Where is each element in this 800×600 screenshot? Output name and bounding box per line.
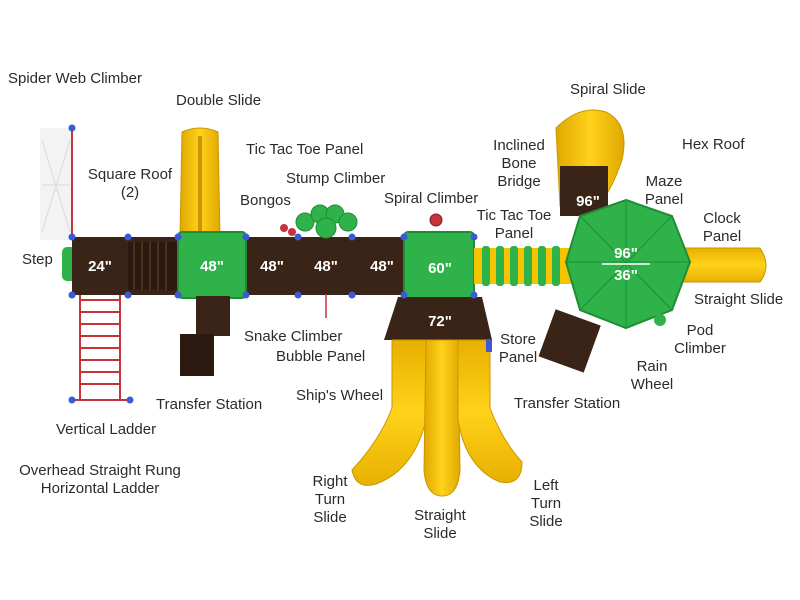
straight-slide-bottom <box>423 339 461 497</box>
height-hex-top: 96" <box>614 245 638 262</box>
label-pod-climber: Pod Climber <box>674 322 726 357</box>
posts <box>68 233 478 299</box>
height-24: 24" <box>88 258 112 275</box>
label-spiral-slide: Spiral Slide <box>570 81 646 98</box>
label-straight-slide-bottom: Straight Slide <box>414 507 466 542</box>
height-hex-bottom: 36" <box>614 267 638 284</box>
label-stump-climber: Stump Climber <box>286 170 386 187</box>
label-step: Step <box>22 251 53 268</box>
label-clock-panel: Clock Panel <box>702 210 742 245</box>
snake-climber <box>196 296 230 336</box>
label-spiral-climber: Spiral Climber <box>384 190 479 207</box>
label-overhead-ladder: Overhead Straight Rung Horizontal Ladder <box>19 462 181 497</box>
bongos <box>280 224 296 236</box>
label-vertical-ladder: Vertical Ladder <box>56 421 157 438</box>
label-bubble-panel: Bubble Panel <box>276 348 366 365</box>
label-maze-panel: Maze Panel <box>644 173 684 208</box>
label-rain-wheel: Rain Wheel <box>630 358 674 393</box>
transfer-station-left <box>180 334 214 376</box>
label-double-slide: Double Slide <box>176 92 262 109</box>
height-96-slide: 96" <box>576 193 600 210</box>
spider-web-climber <box>40 124 76 240</box>
label-hex-roof: Hex Roof <box>682 136 745 153</box>
stump-climber <box>295 204 358 239</box>
height-72: 72" <box>428 313 452 330</box>
store-panel <box>486 340 492 352</box>
height-48-d: 48" <box>370 258 394 275</box>
height-60: 60" <box>428 260 452 277</box>
pod-climber <box>654 314 666 326</box>
deck-72 <box>384 297 492 340</box>
right-turn-slide <box>351 339 427 486</box>
label-ships-wheel: Ship's Wheel <box>296 387 384 404</box>
spiral-slide <box>555 109 625 216</box>
label-snake-climber: Snake Climber <box>244 328 343 345</box>
label-inclined-bone-bridge: Inclined Bone Bridge <box>493 137 545 190</box>
double-slide <box>179 127 221 239</box>
label-left-turn-slide: Left Turn Slide <box>529 477 563 530</box>
straight-slide-right <box>679 247 767 283</box>
label-spider-web-climber: Spider Web Climber <box>8 70 142 87</box>
label-transfer-station-left: Transfer Station <box>156 396 263 413</box>
height-48-b: 48" <box>260 258 284 275</box>
label-tic-tac-toe-panel-right: Tic Tac Toe Panel <box>476 207 552 242</box>
spiral-climber <box>429 213 443 227</box>
label-tic-tac-toe-panel-left: Tic Tac Toe Panel <box>246 141 364 158</box>
label-transfer-station-right: Transfer Station <box>514 395 621 412</box>
label-straight-slide-right: Straight Slide <box>694 291 784 308</box>
transfer-station-right <box>538 309 601 373</box>
label-square-roof: Square Roof (2) <box>87 166 173 201</box>
label-right-turn-slide: Right Turn Slide <box>312 473 348 526</box>
label-store-panel: Store Panel <box>498 331 538 366</box>
inclined-bone-bridge <box>474 246 574 286</box>
vertical-ladder <box>72 292 130 401</box>
height-48-c: 48" <box>314 258 338 275</box>
left-turn-slide <box>457 339 523 484</box>
label-bongos: Bongos <box>240 192 291 209</box>
height-48-a: 48" <box>200 258 224 275</box>
